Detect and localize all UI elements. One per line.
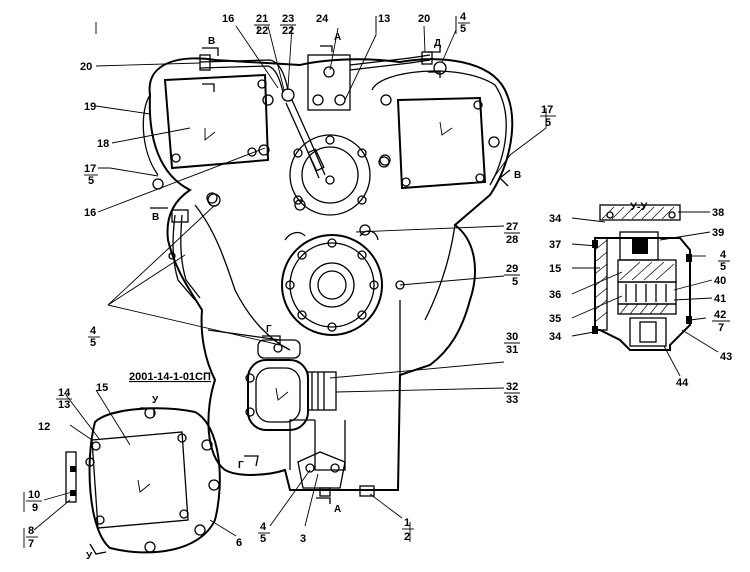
callout-37: 37 (549, 239, 561, 251)
lower-left-view (65, 407, 221, 554)
callout-5-left-b: 5 (90, 337, 96, 349)
mark-d-top: Д (434, 38, 441, 49)
mark-g-top: Г (266, 324, 272, 335)
callout-10: 10 (28, 489, 40, 501)
mark-b-top: В (208, 36, 215, 47)
callout-30: 30 (506, 331, 518, 343)
callout-8: 8 (28, 525, 34, 537)
callout-19: 19 (84, 101, 96, 113)
section-view-uu (592, 204, 692, 351)
callout-42: 42 (714, 309, 726, 321)
callout-13: 13 (58, 399, 70, 411)
callout-44: 44 (676, 377, 689, 389)
callout-18: 18 (97, 138, 109, 150)
drawing-code: 2001-14-1-01СП (129, 371, 211, 383)
callout-4-right: 4 (720, 249, 727, 261)
section-view-title: У-У (630, 201, 648, 213)
mark-g-bottom: Г (238, 460, 244, 471)
callout-21: 21 (256, 13, 268, 25)
callout-36: 36 (549, 289, 561, 301)
callout-15-left: 15 (96, 382, 108, 394)
labels: 2001-14-1-01СП У-У В А Д В В Г Г А У У 2… (28, 11, 732, 562)
callout-7-right: 7 (718, 322, 724, 334)
callout-7-left: 7 (28, 538, 34, 550)
mark-a-top: А (334, 32, 341, 43)
mark-a-bottom: А (334, 504, 341, 515)
callout-17-right: 17 (541, 104, 553, 116)
callout-22-a: 22 (256, 25, 268, 37)
callout-9: 9 (32, 502, 38, 514)
oval-filter-housing (245, 339, 337, 431)
callout-5-left: 5 (88, 175, 94, 187)
mark-b-right: В (514, 170, 521, 181)
mark-u-bottom: У (86, 551, 93, 562)
central-flange (281, 224, 405, 336)
section-marks (89, 45, 511, 555)
callout-32: 32 (506, 381, 518, 393)
callout-23: 23 (282, 13, 294, 25)
bottom-plate-3 (297, 451, 375, 497)
fraction-bars (23, 16, 730, 548)
leader-lines (33, 16, 719, 537)
main-housing (148, 57, 514, 491)
callout-24: 24 (316, 13, 329, 25)
callout-3: 3 (300, 533, 306, 545)
callout-39: 39 (712, 227, 724, 239)
callout-43: 43 (720, 351, 732, 363)
callout-34-bottom: 34 (549, 331, 562, 343)
callout-20-top: 20 (418, 13, 430, 25)
callout-29: 29 (506, 263, 518, 275)
callout-27: 27 (506, 221, 518, 233)
left-upper-cover (142, 73, 274, 204)
callout-5-mid: 5 (512, 276, 518, 288)
top-pipes (199, 51, 433, 185)
callout-4-left: 4 (90, 325, 97, 337)
left-side-bracket (168, 193, 221, 301)
callout-15-right: 15 (549, 263, 561, 275)
callout-16-top: 16 (222, 13, 234, 25)
callout-6: 6 (236, 537, 242, 549)
callout-2: 2 (404, 531, 410, 543)
callout-34-top: 34 (549, 213, 562, 225)
callout-16-left: 16 (84, 207, 96, 219)
callout-5-bottom: 5 (260, 533, 266, 545)
callout-40: 40 (714, 275, 726, 287)
callout-5-right: 5 (545, 117, 551, 129)
callout-17-left: 17 (84, 163, 96, 175)
callout-28: 28 (506, 234, 518, 246)
callout-35: 35 (549, 313, 561, 325)
right-upper-cover (371, 61, 507, 190)
callout-4-top: 4 (460, 11, 467, 23)
callout-41: 41 (714, 293, 726, 305)
callout-33: 33 (506, 394, 518, 406)
mark-u-top: У (152, 395, 159, 406)
callout-13-top: 13 (378, 13, 390, 25)
callout-4-bottom: 4 (260, 521, 267, 533)
upper-center-flange (289, 134, 391, 216)
callout-12: 12 (38, 421, 50, 433)
callout-22-b: 22 (282, 25, 294, 37)
callout-14: 14 (58, 387, 71, 399)
callout-5-top: 5 (460, 23, 466, 35)
callout-1: 1 (404, 517, 410, 529)
mark-b-left: В (152, 212, 159, 223)
callout-20-left: 20 (80, 61, 92, 73)
callout-5-section: 5 (720, 261, 726, 273)
callout-31: 31 (506, 344, 518, 356)
callout-38: 38 (712, 207, 724, 219)
